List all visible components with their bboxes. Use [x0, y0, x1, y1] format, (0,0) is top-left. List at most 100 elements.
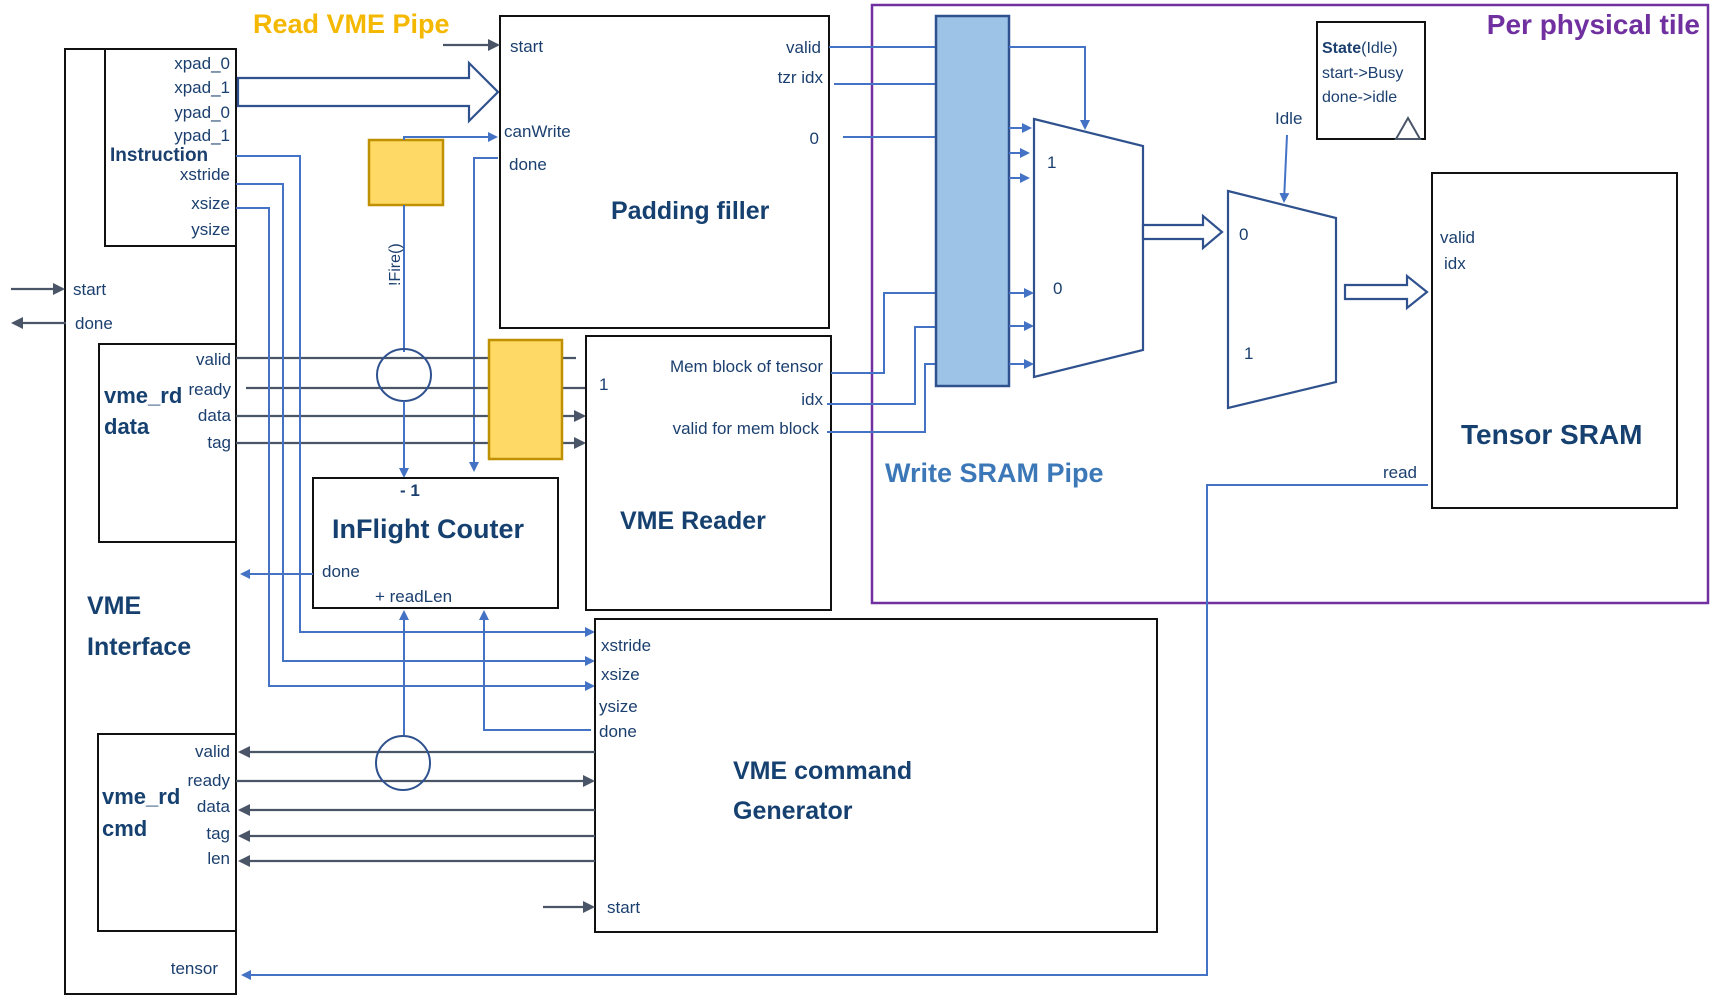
- write-sram-pipe-title: Write SRAM Pipe: [885, 458, 1104, 488]
- state-line-done-idle: done->idle: [1322, 89, 1397, 106]
- padding-filler-title: Padding filler: [611, 197, 770, 225]
- padding-filler-block: Padding filler start canWrite done valid…: [443, 15, 830, 329]
- instr-port-xstride: xstride: [180, 165, 230, 184]
- interface-done-label: done: [75, 314, 113, 333]
- vme-rd-cmd-box: [97, 733, 237, 932]
- inflight-plus-label: + readLen: [375, 587, 452, 606]
- inflight-done-label: done: [322, 562, 360, 581]
- reader-idx-wire: [827, 326, 937, 405]
- instr-port-ysize: ysize: [191, 220, 230, 239]
- instr-port-xpad1: xpad_1: [174, 78, 230, 97]
- cmd-fire-join-circle: [375, 735, 431, 791]
- mem-block-wire: [831, 292, 937, 374]
- rd-data-port-data: data: [198, 406, 232, 425]
- instruction-to-padding-fat-arrow: [236, 60, 500, 124]
- rd-cmd-port-valid: valid: [195, 742, 230, 761]
- reader-port-mem-block: Mem block of tensor: [670, 357, 823, 376]
- padding-port-canwrite: canWrite: [504, 122, 571, 141]
- mux1-select-wire: [1009, 46, 1090, 130]
- padding-port-valid: valid: [786, 38, 821, 57]
- inflight-counter-block: - 1 InFlight Couter done + readLen: [312, 477, 559, 609]
- interface-start-label: start: [73, 280, 106, 299]
- vme-reader-title: VME Reader: [620, 507, 766, 535]
- rd-cmd-port-ready: ready: [187, 771, 230, 790]
- vme-reader-box: [585, 335, 832, 611]
- vme-interface-title-2: Interface: [87, 633, 191, 661]
- instruction-title: Instruction: [110, 145, 208, 166]
- padding-port-tzr-idx: tzr idx: [778, 68, 824, 87]
- read-vme-pipe-title: Read VME Pipe: [253, 9, 450, 39]
- padding-port-start: start: [510, 37, 543, 56]
- vme-rd-data-title-1: vme_rd: [104, 383, 182, 408]
- xsize-route-wire: [236, 183, 595, 666]
- sram-read-label: read: [1383, 463, 1417, 482]
- mux1-label-1: 1: [1047, 153, 1056, 172]
- write-pipe-register-bus: [934, 14, 1011, 388]
- instruction-box: [104, 48, 237, 247]
- vme-interface-title-1: VME: [87, 592, 141, 620]
- rd-data-port-valid: valid: [196, 350, 231, 369]
- vme-rd-cmd-title-1: vme_rd: [102, 784, 180, 809]
- tensor-sram-box: [1431, 172, 1678, 509]
- state-title-rest: (Idle): [1361, 40, 1397, 57]
- rd-data-port-tag: tag: [207, 433, 231, 452]
- tensor-sram-block: valid idx Tensor SRAM read: [1383, 172, 1678, 509]
- rd-cmd-port-tag: tag: [206, 824, 230, 843]
- canwrite-register: [367, 138, 445, 207]
- sram-idx-label: idx: [1444, 254, 1466, 273]
- padding-port-done: done: [509, 155, 547, 174]
- cmdgen-port-done: done: [599, 722, 637, 741]
- canwrite-wire: [403, 132, 498, 142]
- state-title: State(Idle): [1322, 40, 1398, 57]
- padding-port-zero: 0: [810, 129, 819, 148]
- cmdgen-port-ysize: ysize: [599, 697, 638, 716]
- fire-label: !Fire(): [387, 243, 404, 286]
- clock-triangle-icon: [1394, 115, 1422, 140]
- instr-port-ypad1: ypad_1: [174, 126, 230, 145]
- instr-port-xsize: xsize: [191, 194, 230, 213]
- reader-port-valid-mem-block: valid for mem block: [673, 419, 820, 438]
- mux1-to-mux2-fat-arrow: [1141, 213, 1224, 251]
- ysize-route-wire: [236, 207, 595, 691]
- mux2-to-sram-fat-arrow: [1343, 273, 1429, 311]
- cmdgen-port-xstride: xstride: [601, 636, 651, 655]
- read-data-register: [487, 338, 564, 461]
- state-line-start-busy: start->Busy: [1322, 65, 1403, 82]
- sram-read-tensor-wire: [241, 484, 1428, 980]
- per-physical-tile-title: Per physical tile: [1487, 9, 1700, 40]
- inflight-counter-title: InFlight Couter: [332, 514, 524, 544]
- padding-filler-box: [499, 15, 830, 329]
- mux-1: [1032, 117, 1145, 379]
- interface-tensor-label: tensor: [171, 959, 219, 978]
- inflight-minus-label: - 1: [400, 481, 420, 500]
- cmd-generator-box: [594, 618, 1158, 933]
- vme-interface-block: VME Interface start done tensor xpad_0 x…: [11, 48, 237, 995]
- vme-rd-data-box: [98, 343, 237, 543]
- mux2-label-1: 1: [1244, 344, 1253, 363]
- mux1-label-0: 0: [1053, 279, 1062, 298]
- cmd-generator-title-1: VME command: [733, 757, 912, 785]
- mux2-select-label: Idle: [1275, 109, 1302, 128]
- cmdgen-port-xsize: xsize: [601, 665, 640, 684]
- instr-port-ypad0: ypad_0: [174, 103, 230, 122]
- mux2-select-wire: [1279, 134, 1290, 203]
- rd-cmd-port-len: len: [207, 849, 230, 868]
- vme-reader-block: VME Reader 1 Mem block of tensor idx val…: [585, 335, 832, 611]
- state-title-bold: State: [1322, 40, 1361, 57]
- fire-join-circle: [376, 348, 432, 402]
- vme-rd-cmd-title-2: cmd: [102, 816, 147, 841]
- vme-reader-const-1: 1: [599, 375, 608, 394]
- mux2-label-0: 0: [1239, 225, 1248, 244]
- reader-valid-wire: [827, 363, 937, 433]
- per-physical-tile-region: [870, 3, 1710, 605]
- mux-2: [1226, 189, 1338, 410]
- reader-port-idx: idx: [801, 390, 823, 409]
- rd-data-port-ready: ready: [188, 380, 231, 399]
- inflight-counter-box: [312, 477, 559, 609]
- instr-port-xpad0: xpad_0: [174, 54, 230, 73]
- padding-done-wire: [469, 157, 498, 472]
- cmdgen-port-start: start: [607, 898, 640, 917]
- tensor-sram-title: Tensor SRAM: [1461, 419, 1643, 450]
- xstride-route-wire: [236, 155, 595, 637]
